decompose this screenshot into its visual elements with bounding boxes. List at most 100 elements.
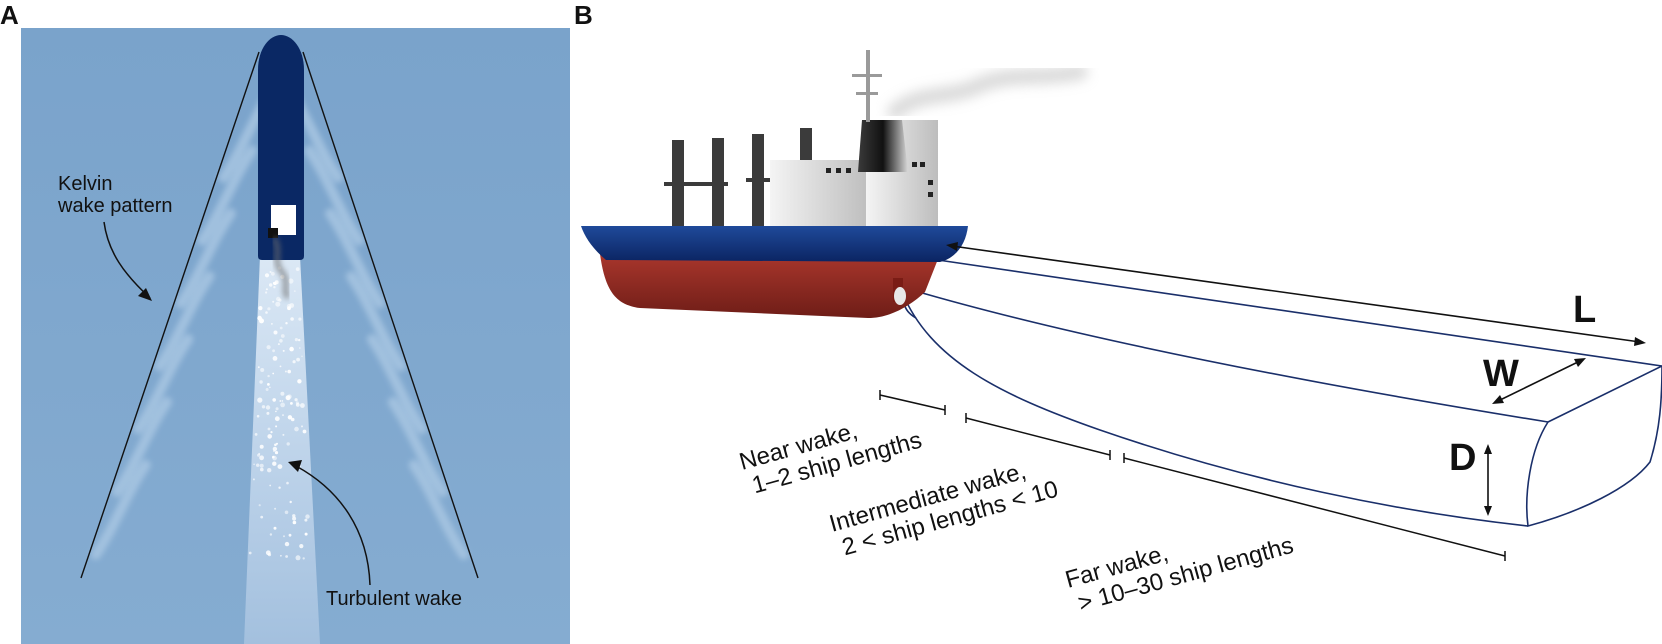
wake-bubble xyxy=(260,515,264,519)
wake-bubble xyxy=(259,380,263,384)
wake-bubble xyxy=(279,365,282,368)
wake-bubble xyxy=(272,372,275,375)
wake-bubble xyxy=(267,427,271,431)
wake-bubble xyxy=(265,311,268,314)
wake-bubble xyxy=(273,526,277,530)
kelvin-crest-left xyxy=(154,271,215,372)
length-arrowhead-start xyxy=(946,242,958,251)
wake-bubble xyxy=(265,288,268,291)
wake-top-far-edge xyxy=(937,259,1662,367)
wake-bubble xyxy=(287,306,291,311)
crane-boom-1 xyxy=(664,182,728,186)
wake-bubble xyxy=(292,516,297,521)
wake-bubble xyxy=(273,330,278,335)
wake-bubble xyxy=(285,322,288,325)
wake-bubble xyxy=(275,425,278,428)
kelvin-crest-right xyxy=(366,334,427,435)
wake-bubble xyxy=(252,478,255,481)
wake-bubble xyxy=(258,306,263,311)
wake-bubble xyxy=(292,360,296,364)
wake-bubble xyxy=(282,433,285,436)
wake-bubble xyxy=(302,557,305,560)
wake-bubble xyxy=(265,388,269,391)
wake-bubble xyxy=(295,401,299,405)
kelvin-crest-left xyxy=(197,145,258,246)
kelvin-crest-right xyxy=(304,145,365,246)
wake-bubble xyxy=(296,357,300,362)
wake-bubble xyxy=(292,520,297,525)
wake-volume xyxy=(901,259,1662,528)
width-arrowhead-end xyxy=(1574,358,1586,367)
wake-bubble xyxy=(274,443,277,447)
wake-bubble xyxy=(259,444,264,449)
wake-bubble xyxy=(259,463,264,468)
wake-bubble xyxy=(267,307,271,311)
wake-bubble xyxy=(272,349,275,353)
wake-bubble xyxy=(267,434,273,439)
wake-bubble xyxy=(272,356,278,361)
wake-bubble xyxy=(301,355,303,358)
wake-bubble xyxy=(266,345,271,350)
wake-bubble xyxy=(272,398,277,402)
width-label: W xyxy=(1483,353,1519,395)
kelvin-crest-left xyxy=(112,397,173,497)
wake-bubble xyxy=(304,532,308,536)
kelvin-crest-right xyxy=(408,459,469,560)
wake-bubble xyxy=(273,286,276,289)
near-wake-bar xyxy=(879,394,946,411)
wake-bubble xyxy=(258,504,261,507)
wake-bubble xyxy=(279,400,282,402)
wake-bubble xyxy=(258,452,261,455)
wake-bubble xyxy=(260,467,264,472)
wake-bubble xyxy=(290,317,294,321)
wake-bubble xyxy=(277,343,280,346)
panel-a: A Kelvin wake pattern Turbulent wake xyxy=(0,0,570,644)
wake-range-bars xyxy=(879,390,1506,561)
wake-bubble xyxy=(298,338,301,342)
wake-bubble xyxy=(277,464,283,469)
intermediate-wake-bar xyxy=(965,417,1111,456)
wake-bubble xyxy=(294,398,298,402)
smoke-plume xyxy=(887,64,1088,120)
ship-top-view xyxy=(258,35,304,300)
wake-end-face xyxy=(1526,365,1662,528)
kelvin-arrowhead xyxy=(138,288,152,301)
wake-bubble xyxy=(269,533,273,536)
wake-top-near-edge xyxy=(911,289,1549,423)
wake-bubble xyxy=(287,394,292,399)
wake-bubble xyxy=(274,416,280,422)
wake-bubble xyxy=(289,346,294,352)
wake-bubble xyxy=(287,369,292,374)
wake-bubble xyxy=(269,386,271,389)
width-arrow xyxy=(1495,359,1583,403)
wake-bubble xyxy=(269,271,272,273)
wake-bubble xyxy=(279,339,283,343)
wake-bubble xyxy=(294,338,298,342)
wake-bubble xyxy=(257,315,262,321)
near-wake-label: Near wake, 1–2 ship lengths xyxy=(736,417,924,499)
mast xyxy=(866,50,870,122)
turbulent-bubbles xyxy=(248,266,310,561)
kelvin-crest-right xyxy=(345,271,406,372)
wake-bubble xyxy=(294,426,299,432)
wake-bubble xyxy=(272,455,277,461)
wake-bubble xyxy=(272,461,277,466)
turbulent-arrowhead xyxy=(288,460,302,472)
wake-bubble xyxy=(267,383,270,386)
wake-bubble xyxy=(269,484,272,487)
kelvin-crest-right xyxy=(325,208,386,309)
wake-bubble xyxy=(286,481,289,485)
wake-bubble xyxy=(272,300,275,303)
wake-bottom-edge xyxy=(901,291,1529,527)
wake-bubble xyxy=(260,368,265,372)
wake-bubble xyxy=(305,514,310,519)
kelvin-arrow xyxy=(103,221,151,299)
length-arrowhead-end xyxy=(1634,337,1646,346)
wake-bubble xyxy=(273,450,275,453)
wake-bubble xyxy=(290,417,295,422)
wake-bubble xyxy=(280,554,282,557)
mast-arm xyxy=(852,74,882,77)
wake-bubble xyxy=(295,267,300,271)
wake-bubble xyxy=(257,397,263,403)
kelvin-label: Kelvin wake pattern xyxy=(57,173,173,217)
